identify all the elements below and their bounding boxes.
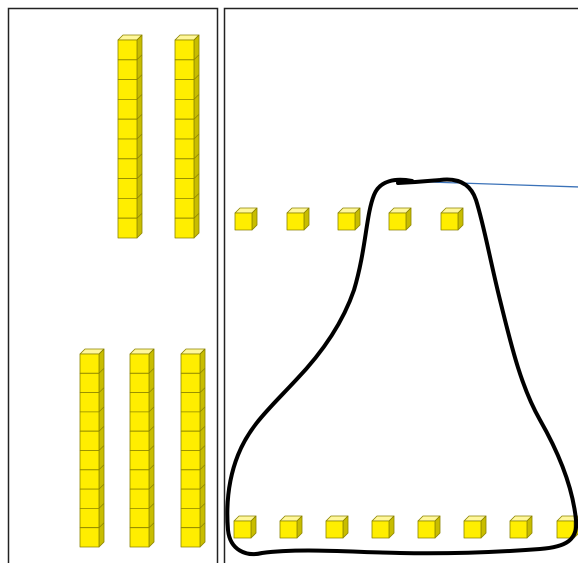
unit-cube (233, 515, 257, 539)
left-bottom-tens-rods (79, 348, 206, 548)
unit-cube (337, 207, 361, 231)
unit-cube (279, 515, 303, 539)
right-bottom-unit-cubes (233, 515, 578, 539)
tens-rod (174, 34, 200, 239)
unit-cube (371, 515, 395, 539)
tens-rod (129, 348, 155, 548)
right-top-unit-cubes (234, 207, 464, 231)
unit-cube (325, 515, 349, 539)
unit-cube (440, 207, 464, 231)
tens-rod (79, 348, 105, 548)
left-panel-frame (7, 7, 219, 563)
unit-cube (286, 207, 310, 231)
unit-cube (509, 515, 533, 539)
tens-rod (180, 348, 206, 548)
unit-cube (388, 207, 412, 231)
tens-rod (117, 34, 143, 239)
right-panel-frame (223, 7, 578, 563)
unit-cube (417, 515, 441, 539)
left-top-tens-rods (117, 34, 200, 239)
unit-cube (463, 515, 487, 539)
unit-cube (234, 207, 258, 231)
annotation-hand-drawn-loop (225, 177, 578, 556)
